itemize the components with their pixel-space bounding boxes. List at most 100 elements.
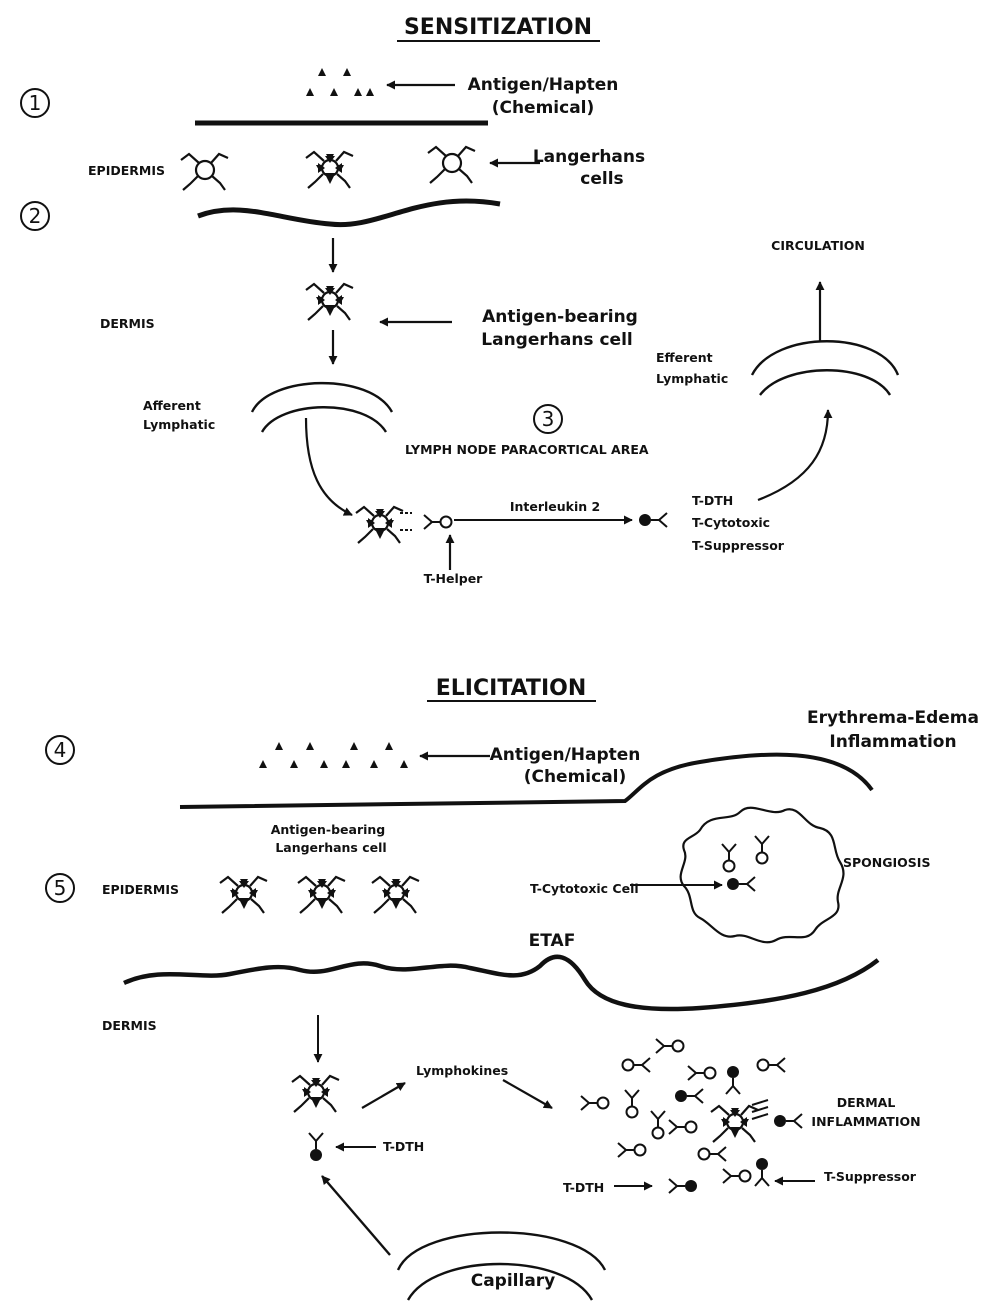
antigen-bearing-label-line2: Langerhans cell bbox=[275, 840, 386, 855]
elicitation-title: ELICITATION bbox=[436, 676, 587, 701]
efferent-label-line2: Lymphatic bbox=[656, 371, 728, 386]
capillary-vessel bbox=[396, 1231, 607, 1271]
spongiosis-blob bbox=[679, 806, 845, 944]
t-dth-label: T-DTH bbox=[692, 493, 733, 508]
afferent-lymphatic-inner bbox=[260, 406, 388, 433]
t-suppressor-cell-open bbox=[722, 1168, 752, 1184]
antigen-bearing-label-line2: Langerhans cell bbox=[481, 330, 632, 350]
langerhans-label-line2: cells bbox=[580, 169, 623, 189]
effector-t-cell bbox=[638, 512, 668, 528]
antigen-triangles bbox=[306, 68, 374, 96]
t-dth-label: T-DTH bbox=[383, 1139, 424, 1154]
t-cell bbox=[674, 1088, 704, 1104]
t-cytotoxic-cell-label: T-Cytotoxic Cell bbox=[530, 881, 639, 896]
t-cell bbox=[668, 1119, 698, 1135]
capillary-arrow bbox=[321, 1175, 391, 1256]
step-1-circle bbox=[20, 88, 50, 118]
step-4-number: 4 bbox=[54, 738, 67, 762]
t-dth-cell bbox=[308, 1132, 324, 1162]
langerhans-cell bbox=[426, 145, 477, 185]
to-efferent-arrow bbox=[757, 409, 833, 502]
t-cell bbox=[687, 1065, 717, 1081]
dermal-inflammation-label-line1: DERMAL bbox=[837, 1095, 896, 1110]
t-dth-label-2: T-DTH bbox=[563, 1180, 604, 1195]
step-3-number: 3 bbox=[542, 407, 555, 431]
skin-surface-swelling-line bbox=[179, 752, 874, 809]
step-5-circle bbox=[45, 873, 75, 903]
langerhans-label-line1: Langerhans bbox=[533, 147, 645, 167]
step-4-circle bbox=[45, 735, 75, 765]
t-cell-in-spongiosis bbox=[754, 835, 770, 865]
t-cytotoxic-cell bbox=[726, 876, 756, 892]
step-2-number: 2 bbox=[29, 204, 42, 228]
antigen-label-line2: (Chemical) bbox=[524, 767, 627, 787]
afferent-lymphatic-vessel bbox=[250, 381, 394, 413]
t-cell bbox=[621, 1057, 651, 1073]
erythema-label-line1: Erythrema-Edema bbox=[807, 708, 979, 728]
etaf-label: ETAF bbox=[529, 931, 576, 951]
basement-membrane-line bbox=[123, 954, 880, 1012]
antigen-bearing-label-line1: Antigen-bearing bbox=[482, 307, 638, 327]
t-cell bbox=[655, 1038, 685, 1054]
antigen-bearing-langerhans-cell bbox=[296, 875, 347, 915]
dermis-label: DERMIS bbox=[102, 1018, 157, 1033]
antigen-triangles bbox=[259, 742, 408, 768]
t-cell-in-spongiosis bbox=[721, 843, 737, 873]
t-cell bbox=[580, 1095, 610, 1111]
t-cell bbox=[697, 1146, 727, 1162]
afferent-label-line1: Afferent bbox=[143, 398, 201, 413]
antigen-bearing-langerhans-cell bbox=[370, 875, 421, 915]
antigen-label-line1: Antigen/Hapten bbox=[490, 745, 641, 765]
spongiosis-label: SPONGIOSIS bbox=[843, 855, 930, 870]
antigen-bearing-langerhans-cell bbox=[709, 1104, 760, 1144]
interleukin-label: Interleukin 2 bbox=[510, 499, 600, 514]
step-3-circle bbox=[533, 404, 563, 434]
lymphokines-arrow-1 bbox=[361, 1082, 406, 1109]
step-1-number: 1 bbox=[29, 91, 42, 115]
efferent-label-line1: Efferent bbox=[656, 350, 713, 365]
epidermis-label: EPIDERMIS bbox=[102, 882, 179, 897]
erythema-label-line2: Inflammation bbox=[829, 732, 956, 752]
t-suppressor-label: T-Suppressor bbox=[824, 1169, 917, 1184]
epidermis-label: EPIDERMIS bbox=[88, 163, 165, 178]
lymphokines-label: Lymphokines bbox=[416, 1063, 508, 1078]
basement-membrane-line bbox=[197, 198, 501, 228]
t-cell bbox=[624, 1089, 640, 1119]
afferent-label-line2: Lymphatic bbox=[143, 417, 215, 432]
t-suppressor-label: T-Suppressor bbox=[692, 538, 785, 553]
sensitization-title: SENSITIZATION bbox=[404, 15, 592, 40]
t-cell bbox=[617, 1142, 647, 1158]
t-helper-label: T-Helper bbox=[424, 571, 484, 586]
lymph-node-label: LYMPH NODE PARACORTICAL AREA bbox=[405, 442, 649, 457]
antigen-bearing-langerhans-cell bbox=[290, 1074, 341, 1114]
t-helper-cell bbox=[423, 514, 453, 530]
dermal-inflammation-label-line2: INFLAMMATION bbox=[811, 1114, 920, 1129]
antigen-label-line2: (Chemical) bbox=[492, 98, 595, 118]
t-cytotoxic-label: T-Cytotoxic bbox=[692, 515, 770, 530]
t-cell bbox=[773, 1113, 803, 1129]
dermis-label: DERMIS bbox=[100, 316, 155, 331]
antigen-bearing-label-line1: Antigen-bearing bbox=[271, 822, 386, 837]
capillary-vessel-inner bbox=[406, 1262, 594, 1301]
t-cell bbox=[725, 1065, 741, 1095]
antigen-label-line1: Antigen/Hapten bbox=[468, 75, 619, 95]
t-cell bbox=[650, 1110, 666, 1140]
t-suppressor-cell bbox=[754, 1157, 770, 1187]
antigen-bearing-langerhans-cell bbox=[218, 875, 269, 915]
step-2-circle bbox=[20, 201, 50, 231]
antigen-presentation-dashes bbox=[400, 512, 412, 531]
t-dth-cell bbox=[668, 1178, 698, 1194]
antigen-bearing-langerhans-cell bbox=[354, 505, 405, 545]
efferent-lymphatic-inner bbox=[759, 369, 892, 396]
langerhans-cell bbox=[179, 152, 230, 192]
lymphokines-arrow-2 bbox=[502, 1079, 553, 1109]
capillary-label: Capillary bbox=[471, 1271, 556, 1291]
antigen-bearing-langerhans-cell bbox=[304, 282, 355, 322]
efferent-lymphatic-vessel bbox=[750, 340, 900, 376]
circulation-label: CIRCULATION bbox=[771, 238, 865, 253]
antigen-bearing-langerhans-cell bbox=[304, 150, 355, 190]
afferent-to-node-arrow bbox=[304, 417, 353, 516]
receptor-cluster bbox=[751, 1099, 769, 1120]
t-cell bbox=[756, 1057, 786, 1073]
